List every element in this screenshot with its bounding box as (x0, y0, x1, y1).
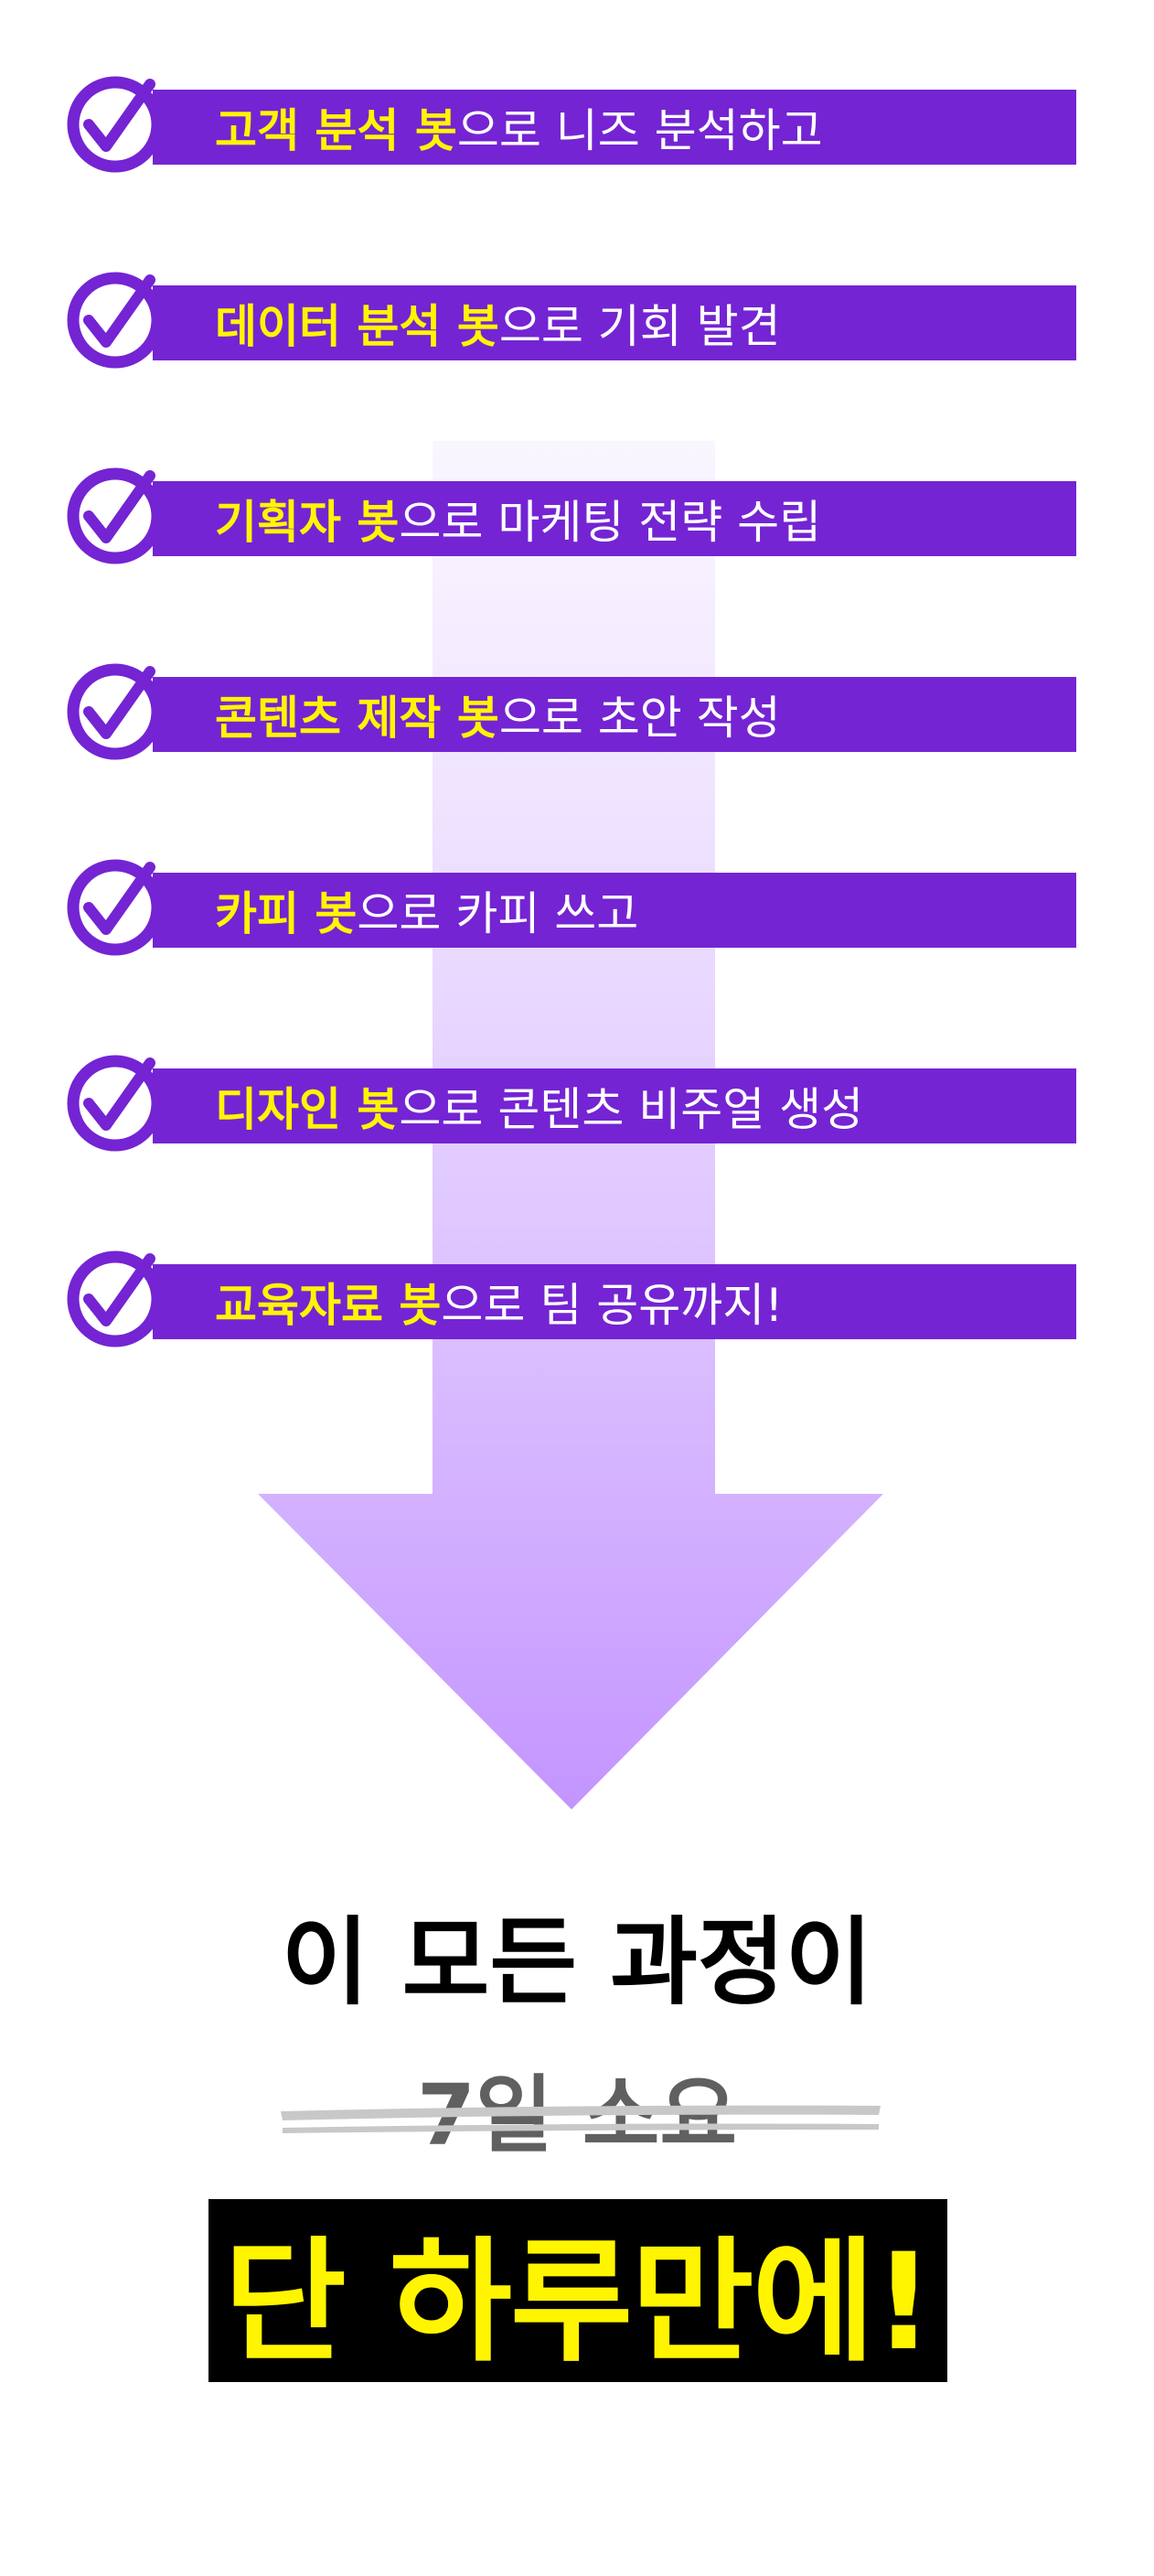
check-icon (67, 859, 164, 956)
check-icon (67, 1250, 164, 1347)
punchline: 단 하루만에! (223, 2224, 934, 2380)
check-icon (67, 272, 164, 369)
item-text: 으로 마케팅 전략 수립 (399, 496, 822, 549)
item-text: 으로 콘텐츠 비주얼 생성 (399, 1083, 864, 1136)
check-icon (67, 1055, 164, 1152)
punchline-box: 단 하루만에! (208, 2199, 947, 2382)
check-icon (67, 76, 164, 173)
item-highlight: 기획자 봇 (215, 496, 400, 549)
item-text: 으로 팀 공유까지! (441, 1279, 784, 1332)
item-highlight: 데이터 분석 봇 (215, 300, 499, 353)
item-highlight: 콘텐츠 제작 봇 (215, 692, 499, 745)
item-text: 으로 니즈 분석하고 (456, 104, 823, 157)
item-highlight: 교육자료 봇 (215, 1279, 442, 1332)
check-icon (67, 467, 164, 564)
item-text: 으로 초안 작성 (498, 692, 781, 745)
item-highlight: 디자인 봇 (215, 1083, 400, 1136)
strikethrough-mark (281, 2105, 881, 2133)
item-highlight: 고객 분석 봇 (215, 104, 457, 157)
headline: 이 모든 과정이 (281, 1906, 873, 2018)
check-icon (67, 663, 164, 760)
item-text: 으로 카피 쓰고 (357, 887, 639, 940)
item-text: 으로 기회 발견 (498, 300, 781, 353)
item-highlight: 카피 봇 (215, 887, 358, 940)
